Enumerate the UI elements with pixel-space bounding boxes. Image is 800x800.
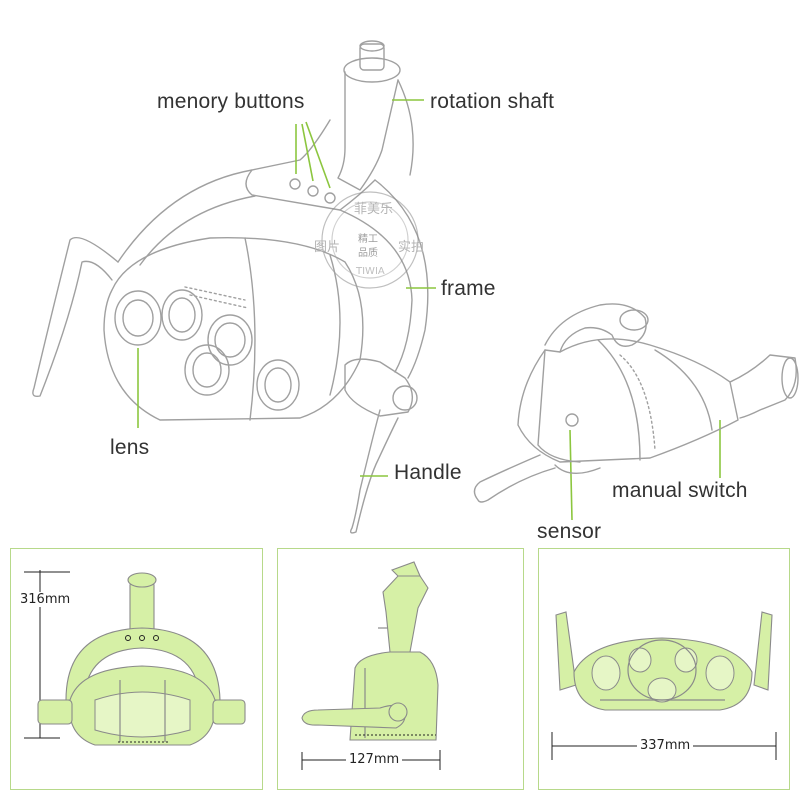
label-lens: lens — [110, 436, 150, 459]
watermark-top: 菲美乐 — [354, 202, 394, 217]
watermark-center-1: 精工 — [358, 234, 378, 245]
label-handle: Handle — [394, 461, 462, 484]
panel-top-view — [538, 548, 790, 790]
watermark-left: 图片 — [314, 240, 341, 255]
watermark-center-2: 品质 — [358, 248, 378, 259]
memory-button-2 — [307, 185, 319, 197]
label-sensor: sensor — [537, 520, 602, 543]
watermark-right: 实拍 — [398, 240, 425, 255]
panel-front-view-drawing — [24, 570, 246, 746]
main-lamp — [32, 40, 429, 534]
dimension-depth: 127mm — [346, 752, 403, 767]
side-lamp — [473, 303, 799, 503]
panel-side-view — [277, 548, 524, 790]
panel-top-view-drawing — [551, 611, 777, 760]
label-memory-buttons: menory buttons — [157, 90, 305, 113]
watermark-bottom: TIWIA — [356, 266, 385, 277]
label-rotation-shaft: rotation shaft — [430, 90, 555, 113]
dimension-height: 316mm — [20, 592, 71, 607]
panel-front-view — [10, 548, 263, 790]
memory-button-3 — [324, 192, 336, 204]
panel-side-view-drawing — [301, 561, 441, 770]
label-frame: frame — [441, 277, 496, 300]
label-manual-switch: manual switch — [612, 479, 748, 502]
memory-button-1 — [289, 178, 301, 190]
dimension-width: 337mm — [637, 738, 694, 753]
